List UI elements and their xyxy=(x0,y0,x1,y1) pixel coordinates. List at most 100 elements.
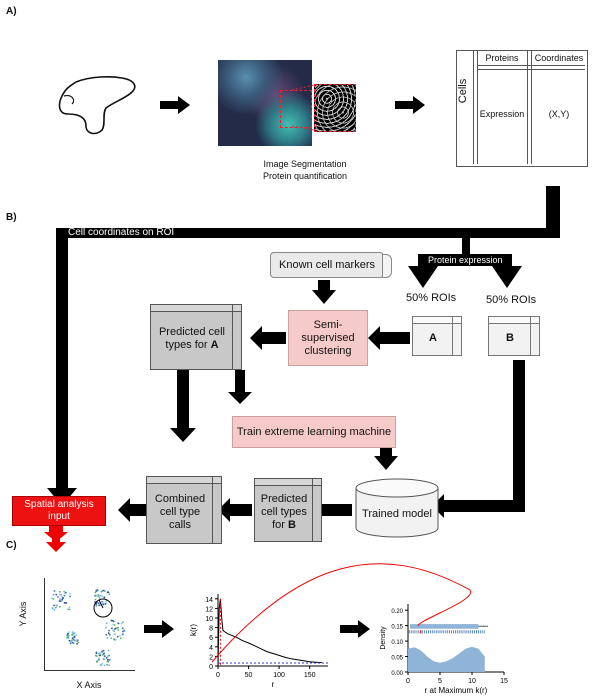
scatter-point xyxy=(106,655,109,658)
scatter-point xyxy=(98,653,100,655)
arrow-icon xyxy=(340,620,370,638)
table-cell-expression: Expression xyxy=(479,109,525,119)
scatter-point xyxy=(106,591,109,594)
scatter-point xyxy=(52,593,55,596)
kr-xtick-label: 100 xyxy=(273,672,285,679)
scatter-point xyxy=(108,633,111,636)
scatter-point xyxy=(65,601,67,604)
scroll-curl xyxy=(382,254,392,278)
scatter-point xyxy=(68,606,71,609)
density-ytick-label: 0.05 xyxy=(391,656,403,662)
semi-supervised-box: Semi-supervised clustering xyxy=(288,310,368,366)
scatter-point xyxy=(102,649,105,652)
kr-ytick-label: 6 xyxy=(209,635,213,642)
scatter-point xyxy=(108,664,111,667)
train-elm-label: Train extreme learning machine xyxy=(236,425,392,438)
scatter-point xyxy=(59,597,61,600)
predicted-b-bold: B xyxy=(287,518,296,531)
scatter-point xyxy=(68,631,70,633)
scatter-point xyxy=(119,637,122,640)
scatter-point xyxy=(67,637,70,639)
radius-line xyxy=(98,599,104,609)
predicted-a-box: Predicted cell types for A xyxy=(150,304,242,370)
scatter-point xyxy=(61,595,63,598)
scatter-point xyxy=(52,598,55,600)
scatter-point xyxy=(53,590,56,592)
scatter-point xyxy=(101,654,104,656)
arrow-icon xyxy=(144,620,174,638)
density-xtick-label: 0 xyxy=(406,678,410,685)
kr-xlabel: r xyxy=(272,680,275,689)
seg-caption-line1: Image Segmentation xyxy=(263,159,347,169)
density-xlabel: r at Maximum k(r) xyxy=(425,686,488,695)
predicted-a-label: Predicted cell types for A xyxy=(151,322,241,352)
scatter-point xyxy=(69,642,72,645)
scatter-point xyxy=(69,595,71,598)
table-cell-xy: (X,Y) xyxy=(548,109,570,119)
scatter-point xyxy=(107,661,110,663)
scatter-point xyxy=(119,634,121,637)
density-xtick-label: 10 xyxy=(468,678,476,685)
scatter-point xyxy=(113,624,116,626)
scatter-point xyxy=(73,636,76,639)
scatter-point xyxy=(104,590,106,593)
scatter-point xyxy=(107,632,110,635)
scatter-xlabel: X Axis xyxy=(76,680,102,690)
density-ylabel: Density xyxy=(380,626,387,650)
scatter-point xyxy=(108,654,111,657)
scatter-point xyxy=(71,633,73,636)
kr-xtick-label: 150 xyxy=(304,672,316,679)
scatter-point xyxy=(104,603,107,605)
scatter-point xyxy=(51,597,53,600)
roi-left-label: 50% ROIs xyxy=(406,292,457,304)
scatter-point xyxy=(69,592,71,595)
kr-ytick-label: 8 xyxy=(209,626,213,633)
set-b-box: B xyxy=(488,316,540,356)
scatter-point xyxy=(55,593,58,596)
scatter-point xyxy=(65,591,67,594)
scatter-point xyxy=(59,593,62,596)
scatter-point xyxy=(75,634,78,636)
scatter-point xyxy=(62,597,64,599)
scatter-point xyxy=(101,662,104,665)
scatter-point xyxy=(112,623,114,626)
scatter-point xyxy=(102,603,105,606)
scatter-point xyxy=(101,651,104,654)
scatter-point xyxy=(110,637,112,640)
scatter-point xyxy=(96,660,98,663)
predicted-a-text: Predicted cell types for xyxy=(158,326,226,351)
panel-b-label: B) xyxy=(6,212,17,223)
scatter-point xyxy=(97,594,99,596)
kr-ylabel: k(r) xyxy=(189,624,198,636)
density-boxplot xyxy=(409,624,479,629)
panel-a-label: A) xyxy=(6,6,17,17)
predicted-b-label: Predicted cell types for B xyxy=(255,489,321,532)
scatter-point xyxy=(63,590,65,593)
scatter-point xyxy=(95,603,98,605)
set-a-label: A xyxy=(429,331,437,344)
kr-ytick-label: 4 xyxy=(209,645,213,652)
kr-ytick-label: 12 xyxy=(205,606,213,613)
scatter-point xyxy=(116,635,119,638)
kr-ytick-label: 0 xyxy=(209,664,213,671)
scatter-point xyxy=(114,633,116,635)
scatter-point xyxy=(122,621,124,623)
microscopy-image xyxy=(218,60,312,146)
scatter-point xyxy=(100,590,103,593)
known-cell-markers-label: Known cell markers xyxy=(279,258,375,271)
trained-model-label: Trained model xyxy=(362,507,432,520)
scatter-point xyxy=(104,626,107,629)
density-xtick-label: 5 xyxy=(438,678,442,685)
scatter-point xyxy=(55,604,58,607)
scatter-point xyxy=(73,632,75,635)
scatter-point xyxy=(99,654,102,657)
scatter-point xyxy=(120,622,123,625)
scatter-point xyxy=(94,591,97,594)
scatter-point xyxy=(105,633,108,636)
density-ytick-label: 0.00 xyxy=(391,671,403,677)
predicted-b-box: Predicted cell types for B xyxy=(254,478,322,542)
protein-expression-label: Protein expression xyxy=(428,255,503,265)
scatter-point xyxy=(98,657,100,660)
